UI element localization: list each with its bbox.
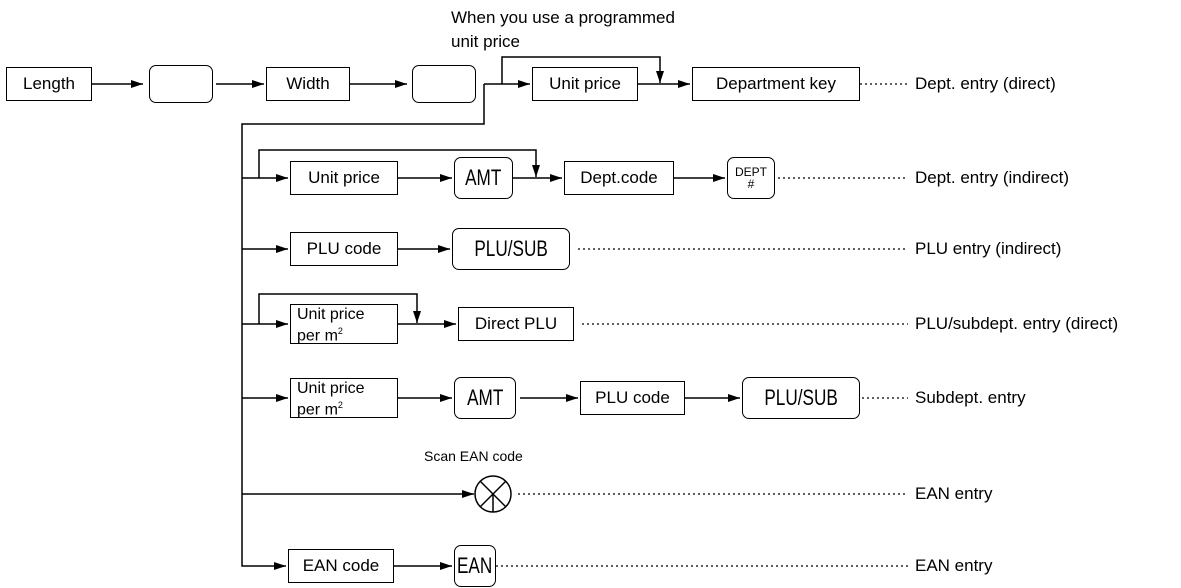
bypass-unit-price-row0 <box>501 56 664 84</box>
result-r6: EAN entry <box>915 556 993 575</box>
length-box: Length <box>6 67 92 101</box>
arrow-to-ean-code <box>241 562 286 570</box>
result-r4: Subdept. entry <box>915 388 1026 407</box>
result-r5: EAN entry <box>915 484 993 503</box>
unit-price-per-m2-box-r4: Unit price per m2 <box>290 378 398 418</box>
department-key-box: Department key <box>692 67 860 101</box>
result-r1: Dept. entry (indirect) <box>915 168 1069 187</box>
bypass-r1 <box>258 149 540 178</box>
plu-code-box-r2: PLU code <box>290 232 398 266</box>
main-trunk <box>241 84 485 563</box>
plu-code-box-r4: PLU code <box>580 381 685 415</box>
dept-code-box: Dept.code <box>564 161 674 195</box>
amt-key-r1: AMT <box>454 157 513 199</box>
result-r2: PLU entry (indirect) <box>915 239 1062 258</box>
width-box: Width <box>266 67 350 101</box>
note-line-1: When you use a programmed <box>451 8 675 27</box>
unit-price-box-r0: Unit price <box>532 67 638 101</box>
scanner-icon <box>474 475 512 513</box>
note-line-2: unit price <box>451 32 520 51</box>
scan-ean-label: Scan EAN code <box>424 448 523 464</box>
plu-sub-key-r2: PLU/SUB <box>452 228 570 270</box>
result-r3: PLU/subdept. entry (direct) <box>915 314 1119 333</box>
bypass-r3 <box>258 293 421 324</box>
ean-code-box: EAN code <box>288 549 394 583</box>
ean-key: EAN <box>454 545 496 587</box>
amt-key-r4: AMT <box>454 377 516 419</box>
direct-plu-box: Direct PLU <box>458 307 574 341</box>
dept-hash-key: DEPT # <box>727 157 775 199</box>
result-r0: Dept. entry (direct) <box>915 74 1056 93</box>
multiply-key <box>149 65 213 103</box>
unit-price-box-r1: Unit price <box>290 161 398 195</box>
multiply-key-2 <box>412 65 476 103</box>
plu-sub-key-r4: PLU/SUB <box>742 377 860 419</box>
unit-price-per-m2-box-r3: Unit price per m2 <box>290 304 398 344</box>
